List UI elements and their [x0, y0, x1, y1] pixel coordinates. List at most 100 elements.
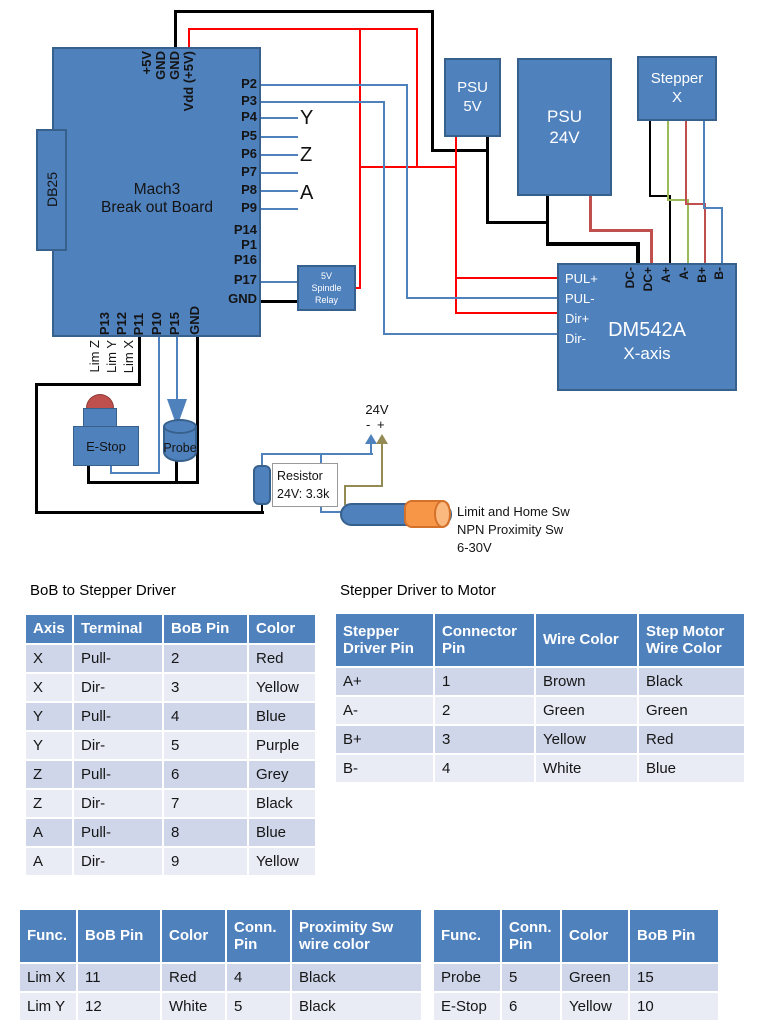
table-cell: Pull-: [74, 761, 162, 788]
board-pin-p4: P4: [241, 109, 257, 124]
estop-body: E-Stop: [73, 426, 139, 466]
psu-5v: PSU 5V: [444, 58, 501, 137]
table-cell: 11: [78, 964, 160, 991]
driver-pin-a-plus: A+: [659, 267, 673, 283]
board-pin-p7: P7: [241, 164, 257, 179]
wire-estop-black: [87, 465, 90, 483]
column-header: Color: [162, 910, 225, 962]
wire-gnd-to-psu5-black: [431, 149, 489, 152]
table-cell: Red: [249, 645, 315, 672]
column-header: BoB Pin: [164, 615, 247, 643]
wire-motor-green: [667, 199, 689, 201]
column-header: Terminal: [74, 615, 162, 643]
relay-label: 5V: [320, 270, 332, 281]
wire-estop-to-p10-blue: [110, 465, 112, 474]
stepper-driver-dm542a: DM542A X-axis: [557, 263, 737, 391]
table-cell: Brown: [536, 668, 637, 695]
supply-24v-plus: +: [377, 417, 385, 432]
wire-gnd-to-relay-black: [261, 300, 298, 303]
table-cell: Black: [292, 993, 421, 1020]
board-pin-p15: P15: [167, 311, 182, 335]
wire-gnd-bottom-black: [196, 337, 199, 484]
board-pin-p13: P13: [97, 311, 112, 335]
driver-model: DM542A: [608, 318, 686, 341]
resistor-label-line2: 24V: 3.3k: [277, 487, 330, 502]
column-header: Conn. Pin: [502, 910, 560, 962]
table-cell: 3: [435, 726, 534, 753]
resistor-label-line1: Resistor: [277, 469, 323, 483]
wire-p10-blue: [158, 337, 160, 474]
limit-label-x: Lim X: [121, 340, 136, 374]
wire-p11-limx-black: [35, 383, 141, 386]
wire-p6-stub: [261, 154, 298, 156]
psu24-label: PSU: [547, 106, 582, 126]
table-cell: Green: [639, 697, 744, 724]
wire-psu24-minus-black: [546, 196, 549, 245]
table-cell: A: [26, 819, 72, 846]
wire-p3-to-dir-minus-blue: [383, 333, 560, 335]
wire-to-dc-minus-black: [546, 242, 640, 246]
wire-psu5-minus-black: [486, 221, 549, 224]
board-pin-p6: P6: [241, 146, 257, 161]
table-cell: Green: [536, 697, 637, 724]
wire-estop-to-p10-blue: [110, 472, 160, 474]
table-cell: 5: [164, 732, 247, 759]
wire-motor-red: [685, 203, 706, 205]
psu24-label: 24V: [549, 128, 580, 147]
board-title-line2: Break out Board: [100, 198, 213, 216]
table-cell: Yellow: [249, 848, 315, 875]
db25-label: DB25: [43, 172, 60, 208]
wire-psu5-plus-red: [455, 137, 457, 314]
wire-p3-blue: [261, 101, 385, 103]
table-cell: Yellow: [562, 993, 628, 1020]
driver-pin-dc-plus: DC+: [641, 267, 655, 292]
board-pin-gnd-top2: GND: [167, 51, 182, 80]
board-pin-p2: P2: [241, 76, 257, 91]
table-cell: Lim X: [20, 964, 76, 991]
table-cell: Purple: [249, 732, 315, 759]
wire-motor-black: [649, 195, 671, 197]
table-cell: Pull-: [74, 703, 162, 730]
table-cell: Blue: [249, 819, 315, 846]
estop-neck: [83, 408, 117, 428]
table-cell: 6: [164, 761, 247, 788]
stepper-motor-x: Stepper X: [637, 56, 717, 121]
table-cell: X: [26, 645, 72, 672]
table-cell: Z: [26, 761, 72, 788]
table-cell: 2: [164, 645, 247, 672]
wire-ground-bus-black: [35, 511, 264, 514]
driver-pin-b-minus: B-: [712, 267, 726, 280]
board-pin-p10: P10: [149, 311, 164, 335]
table-cell: White: [162, 993, 225, 1020]
board-pin-gnd-bottom: GND: [187, 306, 202, 335]
board-title: Mach3 Break out Board: [77, 181, 237, 217]
probe-cylinder-top: [163, 419, 197, 434]
wire-motor-blue: [721, 207, 723, 265]
column-header: Stepper Driver Pin: [336, 614, 433, 666]
wire-sensor-minus-blue: [261, 453, 263, 467]
table-cell: 4: [435, 755, 534, 782]
board-pin-p12: P12: [114, 311, 129, 335]
wire-p11-limx-black: [35, 383, 38, 514]
estop-dome: [86, 394, 114, 409]
table-cell: 12: [78, 993, 160, 1020]
column-header: Conn. Pin: [227, 910, 290, 962]
table-cell: E-Stop: [434, 993, 500, 1020]
wire-p2-blue: [261, 84, 408, 86]
wire-psu24-plus-brick: [650, 229, 653, 264]
table-cell: 10: [630, 993, 718, 1020]
